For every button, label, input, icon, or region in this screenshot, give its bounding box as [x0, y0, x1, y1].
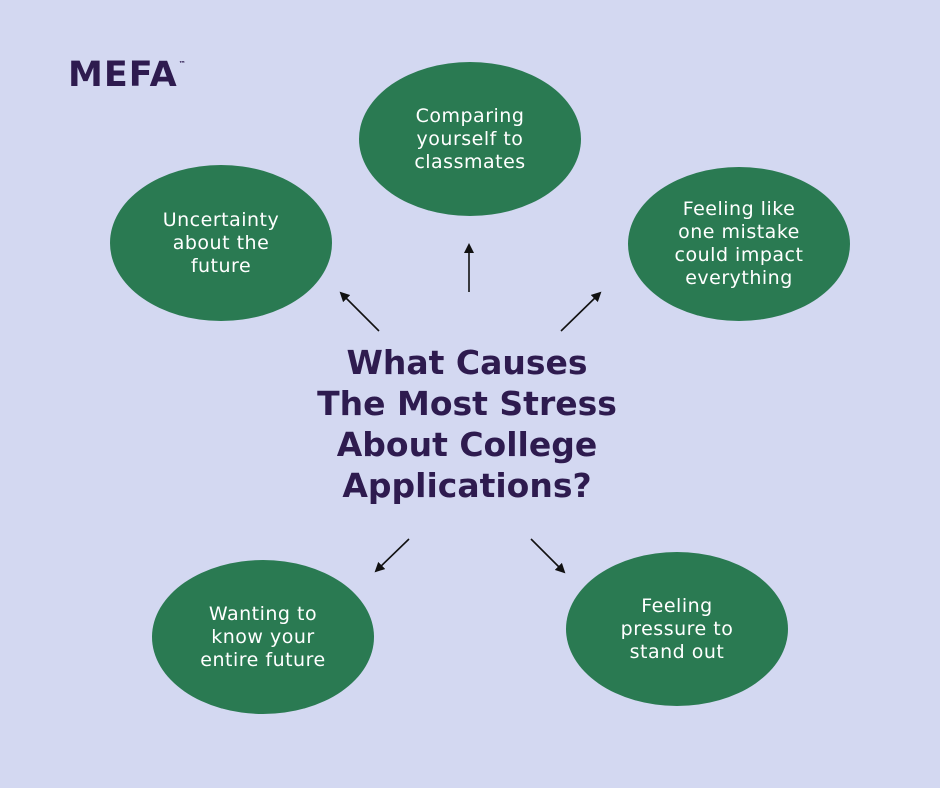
bubble-line: Feeling [641, 594, 713, 617]
bubble-one-mistake: Feeling like one mistake could impact ev… [628, 167, 850, 321]
bubble-line: everything [685, 267, 793, 289]
title-line: The Most Stress [317, 384, 617, 423]
arrow-up-left [339, 291, 380, 332]
bubble-line: Wanting to [208, 602, 318, 625]
bubble-uncertainty-future: Uncertainty about the future [110, 165, 332, 321]
bubble-line: Comparing [415, 104, 525, 127]
bubble-line: Feeling like [682, 198, 796, 220]
title-line: What Causes [346, 343, 588, 382]
trademark-mark: ™ [178, 60, 186, 68]
bubble-pressure-stand-out: Feeling pressure to stand out [566, 552, 788, 706]
bubble-line: one mistake [678, 221, 800, 243]
mefa-logo: MEFA™ [68, 58, 186, 93]
arrow-up-right [560, 291, 602, 332]
bubble-line: future [190, 254, 252, 277]
bubble-line: entire future [200, 648, 326, 671]
bubble-line: classmates [414, 150, 526, 173]
bubble-line: stand out [629, 640, 725, 663]
bubble-line: Uncertainty [162, 208, 280, 231]
arrow-down-right [530, 538, 566, 574]
bubble-line: could impact [674, 244, 804, 266]
bubble-line: yourself to [416, 127, 524, 150]
bubble-entire-future: Wanting to know your entire future [152, 560, 374, 714]
bubble-line: know your [211, 625, 315, 648]
bubble-line: about the [172, 231, 270, 254]
bubble-line: pressure to [620, 617, 734, 640]
title-line: Applications? [342, 466, 592, 505]
title-line: About College [336, 425, 598, 464]
logo-text: MEFA [68, 55, 178, 95]
arrow-down-left [374, 538, 410, 573]
bubble-comparing-classmates: Comparing yourself to classmates [359, 62, 581, 216]
center-title: What Causes The Most Stress About Colleg… [300, 342, 634, 506]
